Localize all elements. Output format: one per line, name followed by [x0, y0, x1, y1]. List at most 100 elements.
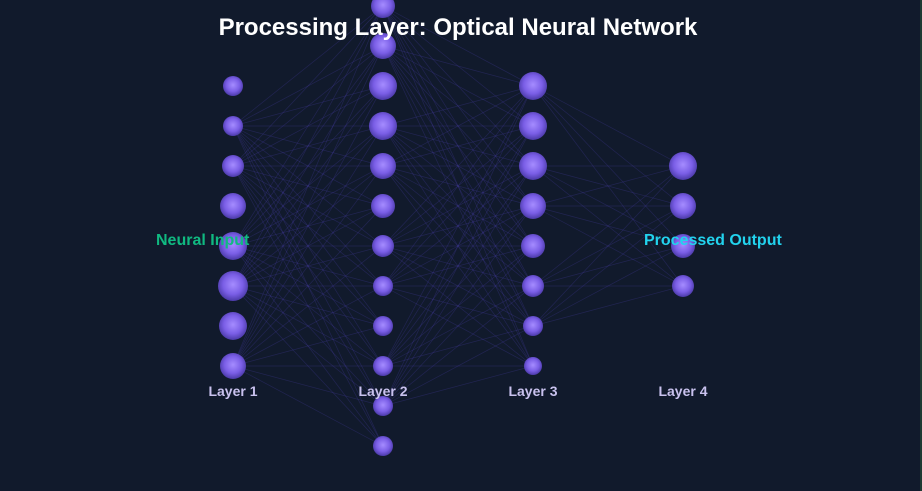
connection-line	[232, 125, 384, 447]
connection-line	[382, 165, 534, 327]
neuron-l3-3	[519, 152, 547, 180]
connection-line	[532, 85, 684, 167]
connection-line	[232, 125, 384, 167]
connection-line	[232, 205, 384, 367]
connection-line	[232, 165, 384, 407]
connection-line	[382, 5, 534, 167]
connection-line	[232, 45, 384, 167]
connection-line	[382, 5, 534, 367]
neuron-l2-11	[373, 396, 393, 416]
connection-line	[232, 165, 384, 367]
neuron-l4-2	[670, 193, 696, 219]
neuron-l4-1	[669, 152, 697, 180]
connection-line	[232, 245, 384, 327]
neurons	[218, 0, 697, 456]
connection-line	[232, 165, 384, 207]
connection-line	[382, 205, 534, 247]
connection-line	[382, 165, 534, 207]
layer-4-label: Layer 4	[658, 383, 708, 399]
connection-line	[532, 85, 684, 247]
connection-line	[232, 125, 384, 207]
connection-line	[232, 165, 384, 327]
connection-line	[232, 5, 384, 167]
connection-line	[382, 45, 534, 327]
connection-line	[232, 325, 384, 367]
connection-line	[232, 245, 384, 447]
connection-line	[382, 285, 534, 367]
connection-line	[382, 5, 534, 327]
connection-line	[232, 165, 384, 367]
connection-line	[232, 165, 384, 447]
connection-line	[232, 205, 384, 247]
connection-line	[382, 245, 534, 367]
connection-line	[232, 285, 384, 327]
connection-line	[532, 245, 684, 327]
layer-2-label: Layer 2	[358, 383, 408, 399]
connection-line	[232, 365, 384, 447]
output-label: Processed Output	[644, 232, 782, 249]
neuron-l2-12	[373, 436, 393, 456]
connection-line	[382, 245, 534, 367]
connection-line	[232, 125, 384, 327]
connection-line	[382, 45, 534, 87]
neuron-l3-6	[522, 275, 544, 297]
connection-line	[232, 125, 384, 367]
neuron-l3-5	[521, 234, 545, 258]
connection-line	[382, 245, 534, 407]
connection-line	[382, 285, 534, 367]
connection-line	[382, 85, 534, 367]
connection-line	[232, 285, 384, 367]
connection-line	[532, 165, 684, 247]
neuron-l1-6	[218, 271, 248, 301]
connection-line	[382, 365, 534, 407]
layer-3-label: Layer 3	[508, 383, 558, 399]
connection-line	[382, 205, 534, 407]
connection-line	[532, 205, 684, 287]
connection-line	[382, 45, 534, 287]
connection-line	[232, 85, 384, 287]
connection-line	[232, 5, 384, 247]
connection-line	[532, 165, 684, 287]
input-label: Neural Input	[156, 232, 250, 249]
connection-line	[232, 85, 384, 127]
connections	[232, 5, 684, 447]
neuron-l4-4	[672, 275, 694, 297]
connection-line	[382, 45, 534, 247]
neuron-l2-9	[373, 316, 393, 336]
connection-line	[382, 285, 534, 327]
connection-line	[382, 5, 534, 127]
connection-line	[532, 85, 684, 207]
connection-line	[382, 165, 534, 247]
connection-line	[232, 45, 384, 367]
connection-line	[382, 125, 534, 247]
connection-line	[232, 125, 384, 287]
neuron-l2-8	[373, 276, 393, 296]
connection-line	[382, 165, 534, 367]
connection-line	[382, 45, 534, 207]
connection-line	[382, 85, 534, 287]
connection-line	[382, 245, 534, 327]
connection-line	[382, 125, 534, 207]
neuron-l2-10	[373, 356, 393, 376]
neuron-l1-3	[222, 155, 244, 177]
connection-line	[382, 205, 534, 287]
connection-line	[382, 285, 534, 407]
connection-line	[232, 205, 384, 287]
connection-line	[382, 125, 534, 367]
connection-line	[382, 5, 534, 247]
connection-line	[382, 5, 534, 87]
connection-line	[382, 45, 534, 167]
connection-line	[232, 125, 384, 167]
connection-line	[232, 45, 384, 247]
connection-line	[232, 245, 384, 407]
neuron-l4-3	[671, 234, 695, 258]
connection-line	[382, 125, 534, 287]
connection-line	[232, 85, 384, 367]
connection-line	[382, 165, 534, 287]
connection-line	[232, 85, 384, 167]
connection-line	[382, 45, 534, 367]
neuron-l2-5	[370, 153, 396, 179]
connection-line	[382, 165, 534, 367]
connection-line	[232, 125, 384, 247]
connection-line	[382, 5, 534, 287]
